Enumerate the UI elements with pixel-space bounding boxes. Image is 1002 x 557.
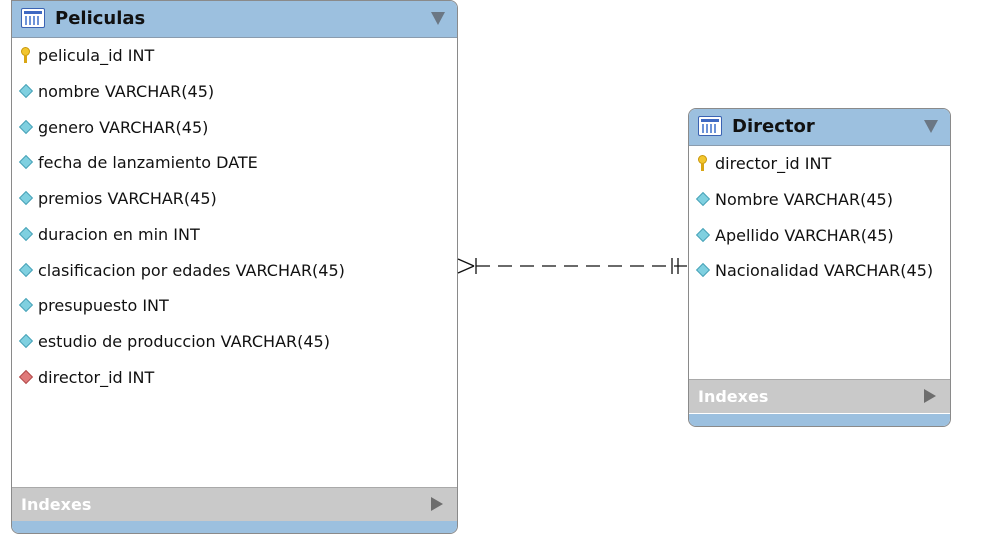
column-label: Apellido VARCHAR(45) bbox=[715, 225, 894, 245]
column-row[interactable]: presupuesto INT bbox=[12, 287, 457, 323]
column-label: Nacionalidad VARCHAR(45) bbox=[715, 260, 934, 280]
column-row[interactable]: duracion en min INT bbox=[12, 216, 457, 252]
column-label: clasificacion por edades VARCHAR(45) bbox=[38, 260, 345, 280]
column-label: nombre VARCHAR(45) bbox=[38, 81, 215, 101]
peliculas-table[interactable]: Peliculas pelicula_id INT nombre VARCHAR… bbox=[11, 0, 458, 534]
column-label: estudio de produccion VARCHAR(45) bbox=[38, 331, 330, 351]
table-footer bbox=[12, 521, 457, 533]
column-row[interactable]: fecha de lanzamiento DATE bbox=[12, 144, 457, 180]
table-icon bbox=[21, 8, 45, 28]
column-row[interactable]: director_id INT bbox=[12, 359, 457, 395]
peliculas-table-title: Peliculas bbox=[55, 8, 146, 29]
indexes-label: Indexes bbox=[698, 387, 769, 406]
director-table-header[interactable]: Director bbox=[689, 109, 950, 146]
column-label: Nombre VARCHAR(45) bbox=[715, 189, 893, 209]
expand-arrow-icon[interactable] bbox=[431, 497, 443, 511]
column-row[interactable]: Nacionalidad VARCHAR(45) bbox=[689, 252, 950, 288]
column-row[interactable]: Apellido VARCHAR(45) bbox=[689, 217, 950, 253]
column-label: premios VARCHAR(45) bbox=[38, 188, 217, 208]
column-row[interactable]: premios VARCHAR(45) bbox=[12, 180, 457, 216]
column-row[interactable]: estudio de produccion VARCHAR(45) bbox=[12, 323, 457, 359]
expand-arrow-icon[interactable] bbox=[924, 389, 936, 403]
column-row[interactable]: Nombre VARCHAR(45) bbox=[689, 181, 950, 217]
director-table[interactable]: Director director_id INT Nombre VARCHAR(… bbox=[688, 108, 951, 427]
column-row[interactable]: genero VARCHAR(45) bbox=[12, 109, 457, 145]
column-row[interactable]: director_id INT bbox=[689, 145, 950, 181]
key-icon bbox=[12, 45, 38, 65]
table-icon bbox=[698, 116, 722, 136]
table-footer bbox=[689, 414, 950, 426]
many-crowfoot-lower bbox=[457, 265, 475, 274]
director-table-title: Director bbox=[732, 116, 815, 137]
column-row[interactable]: nombre VARCHAR(45) bbox=[12, 73, 457, 109]
column-label: pelicula_id INT bbox=[38, 45, 155, 65]
column-label: presupuesto INT bbox=[38, 295, 169, 315]
column-label: genero VARCHAR(45) bbox=[38, 117, 209, 137]
column-label: director_id INT bbox=[715, 153, 832, 173]
director-indexes-bar[interactable]: Indexes bbox=[689, 379, 950, 413]
collapse-arrow-icon[interactable] bbox=[924, 120, 938, 133]
peliculas-indexes-bar[interactable]: Indexes bbox=[12, 487, 457, 521]
column-row[interactable]: clasificacion por edades VARCHAR(45) bbox=[12, 252, 457, 288]
column-label: director_id INT bbox=[38, 367, 155, 387]
peliculas-table-header[interactable]: Peliculas bbox=[12, 1, 457, 38]
many-crowfoot-upper bbox=[457, 258, 475, 267]
column-row[interactable]: pelicula_id INT bbox=[12, 37, 457, 73]
indexes-label: Indexes bbox=[21, 495, 92, 514]
collapse-arrow-icon[interactable] bbox=[431, 12, 445, 25]
column-label: fecha de lanzamiento DATE bbox=[38, 152, 258, 172]
column-label: duracion en min INT bbox=[38, 224, 200, 244]
key-icon bbox=[689, 153, 715, 173]
